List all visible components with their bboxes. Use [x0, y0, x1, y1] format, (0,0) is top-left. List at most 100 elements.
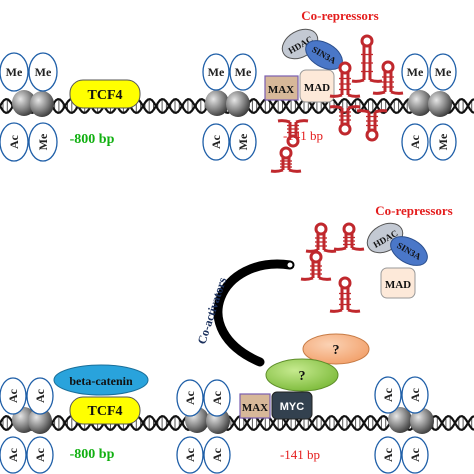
acetyl-mark-label: Ac	[183, 447, 197, 462]
methyl-mark	[202, 53, 230, 91]
acetyl-mark-label: Ac	[408, 387, 422, 402]
tcf4-box-bottom	[69, 396, 141, 425]
nucleosome-cluster-top-middle: Me Me Ac Me	[202, 53, 257, 161]
mad-box-bottom	[380, 267, 416, 299]
rna-hairpin	[277, 119, 309, 148]
sin3a-ellipse-bottom	[390, 236, 428, 266]
max-label-top: MAX	[268, 84, 294, 96]
methyl-mark-label: Me	[35, 65, 52, 79]
position-800-top: -800 bp	[70, 132, 115, 147]
acetyl-mark-label: Ac	[381, 447, 395, 462]
nucleosome-cluster-top-left: Me Me Ac Me	[0, 52, 58, 162]
coactivators-arc-end	[286, 261, 294, 269]
methyl-mark	[28, 122, 58, 162]
nucleosome-cluster-bottom-middle: Ac Ac Ac Ac	[176, 379, 231, 474]
nucleosome	[428, 91, 452, 117]
rna-hairpin	[329, 105, 361, 136]
acetyl-mark	[401, 436, 429, 474]
methyl-mark	[429, 53, 457, 91]
acetyl-mark-label: Ac	[381, 387, 395, 402]
rna-hairpin	[372, 60, 404, 95]
position-141-bottom: -141 bp	[280, 447, 320, 462]
acetyl-mark-label: Ac	[33, 388, 47, 403]
unknown-factor-orange-label: ?	[333, 343, 340, 358]
acetyl-mark	[176, 436, 204, 474]
acetyl-mark	[374, 436, 402, 474]
nucleosome	[408, 90, 432, 116]
mad-label-top: MAD	[304, 82, 330, 94]
rna-hairpin	[333, 222, 365, 251]
acetyl-mark-label: Ac	[33, 447, 47, 462]
rna-hairpin	[329, 276, 361, 313]
methyl-mark	[401, 53, 429, 91]
position-800-bottom: -800 bp	[70, 447, 115, 462]
acetyl-mark	[0, 436, 27, 474]
acetyl-mark	[26, 436, 54, 474]
acetyl-mark-label: Ac	[408, 134, 422, 149]
methyl-mark	[229, 53, 257, 91]
myc-label-bottom: MYC	[280, 401, 305, 413]
acetyl-mark	[202, 123, 230, 161]
acetyl-mark-label: Ac	[6, 388, 20, 403]
rna-hairpin	[270, 146, 302, 173]
acetyl-mark	[203, 436, 231, 474]
tcf4-label-top: TCF4	[88, 88, 123, 103]
rna-hairpins-top	[270, 34, 404, 173]
rna-hairpins-bottom	[300, 222, 365, 313]
beta-catenin-label: beta-catenin	[69, 374, 133, 388]
methyl-mark-label: Me	[435, 65, 452, 79]
acetyl-mark	[374, 376, 402, 414]
unknown-factor-green	[265, 358, 339, 392]
acetyl-mark-label: Ac	[6, 447, 20, 462]
acetyl-mark	[401, 123, 429, 161]
methyl-mark-label: Me	[235, 65, 252, 79]
acetyl-mark-label: Ac	[209, 134, 223, 149]
position-141-top: -141 bp	[283, 128, 323, 143]
tcf4-label-bottom: TCF4	[88, 404, 123, 419]
nucleosome	[388, 407, 412, 433]
nucleosome	[28, 408, 52, 434]
corepressors-label-top: Co-repressors	[301, 8, 379, 23]
acetyl-mark-label: Ac	[408, 447, 422, 462]
max-box-bottom	[239, 393, 271, 419]
acetyl-mark	[401, 376, 429, 414]
nucleosome-cluster-bottom-left: Ac Ac Ac Ac	[0, 377, 54, 474]
rna-hairpin	[329, 61, 361, 98]
coactivators-arc	[213, 259, 295, 367]
nucleosome	[12, 90, 36, 116]
methyl-mark	[229, 123, 257, 161]
nucleosome	[226, 91, 250, 117]
methyl-mark	[28, 52, 58, 92]
mad-box-top	[299, 69, 335, 103]
unknown-factor-green-label: ?	[299, 369, 306, 384]
methyl-mark-label: Me	[407, 65, 424, 79]
unknown-factor-orange	[302, 333, 370, 365]
acetyl-mark-label: Ac	[210, 390, 224, 405]
acetyl-mark	[26, 377, 54, 415]
nucleosome	[30, 91, 54, 117]
nucleosome-cluster-bottom-right: Ac Ac Ac Ac	[374, 376, 434, 474]
acetyl-mark	[203, 379, 231, 417]
methyl-mark	[429, 123, 457, 161]
rna-hairpin	[351, 34, 383, 83]
methyl-mark-label: Me	[36, 133, 50, 150]
methyl-mark	[0, 52, 29, 92]
beta-catenin-ellipse	[53, 364, 149, 396]
acetyl-mark	[0, 122, 29, 162]
acetyl-mark-label: Ac	[183, 390, 197, 405]
tcf4-box-top	[69, 79, 141, 109]
rna-hairpin	[300, 250, 332, 281]
myc-box-bottom	[271, 391, 313, 420]
nucleosome-cluster-top-right: Me Me Ac Me	[401, 53, 457, 161]
acetyl-mark	[176, 379, 204, 417]
methyl-mark-label: Me	[6, 65, 23, 79]
nucleosome	[205, 90, 229, 116]
rna-hairpin	[305, 222, 337, 253]
nucleosome	[410, 408, 434, 434]
max-box-top	[264, 75, 299, 101]
max-label-bottom: MAX	[242, 402, 268, 414]
rna-hairpin	[356, 109, 388, 142]
acetyl-mark-label: Ac	[210, 447, 224, 462]
methyl-mark-label: Me	[236, 133, 250, 150]
